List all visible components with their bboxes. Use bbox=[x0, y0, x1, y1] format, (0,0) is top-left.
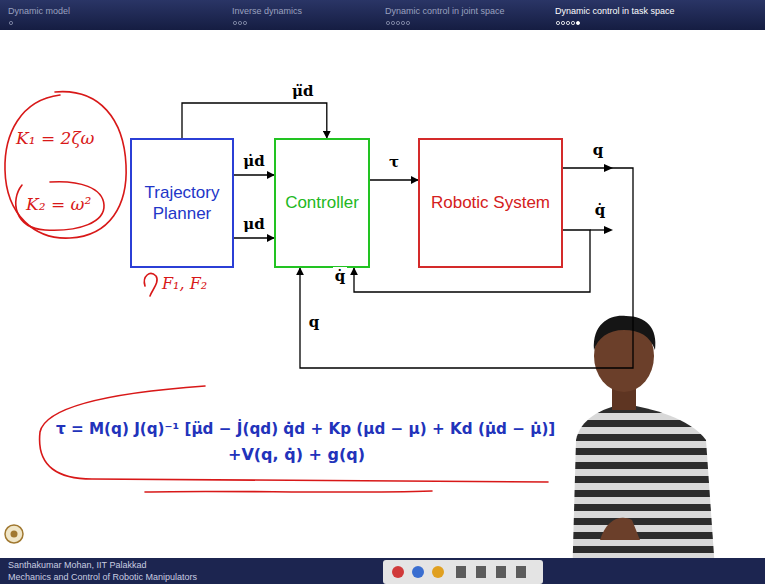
signal-line bbox=[370, 179, 418, 180]
handwritten-note: K₂ = ω² bbox=[26, 194, 91, 214]
output-arrows bbox=[590, 164, 613, 234]
section-tab: Dynamic control in task space bbox=[555, 6, 675, 17]
signal-label: μ̈d bbox=[290, 82, 315, 100]
box-label: Robotic System bbox=[427, 188, 554, 217]
footer-author: Santhakumar Mohan, IIT Palakkad bbox=[8, 560, 146, 571]
lecturer-figure bbox=[572, 316, 716, 584]
system-box: Robotic System bbox=[418, 138, 563, 268]
section-tab: Dynamic control in joint space bbox=[385, 6, 505, 17]
controller-box: Controller bbox=[274, 138, 370, 268]
header-bar bbox=[0, 0, 765, 30]
signal-line bbox=[182, 103, 327, 138]
toolbar bbox=[383, 560, 543, 584]
control-law: τ = M(q) J(q)⁻¹ [μ̈d − J̇(qd) q̇d + Kp (… bbox=[56, 420, 555, 438]
signal-label: μd bbox=[241, 215, 266, 233]
logo bbox=[5, 525, 23, 543]
box-label: Controller bbox=[281, 188, 363, 217]
signal-label: q̇ bbox=[333, 267, 348, 285]
control-law: +V(q, q̇) + g(q) bbox=[228, 445, 365, 464]
planner-box: Trajectory Planner bbox=[130, 138, 234, 268]
section-tab: Dynamic model bbox=[8, 6, 70, 17]
handwritten-note: K₁ = 2ζω bbox=[16, 128, 94, 148]
footer-course: Mechanics and Control of Robotic Manipul… bbox=[8, 572, 197, 583]
signal-line bbox=[234, 174, 274, 175]
signal-line bbox=[234, 237, 274, 238]
box-label: Trajectory Planner bbox=[132, 178, 232, 229]
output-signal: q bbox=[593, 141, 604, 159]
signal-label: μ̇d bbox=[241, 152, 266, 170]
handwritten-note: F₁, F₂ bbox=[162, 274, 207, 293]
progress-dots bbox=[9, 21, 579, 24]
output-signal: q̇ bbox=[595, 201, 606, 219]
section-tab: Inverse dynamics bbox=[232, 6, 302, 17]
signal-label: q bbox=[307, 313, 322, 331]
signal-label: τ bbox=[387, 153, 401, 171]
footer-bar bbox=[0, 558, 765, 584]
